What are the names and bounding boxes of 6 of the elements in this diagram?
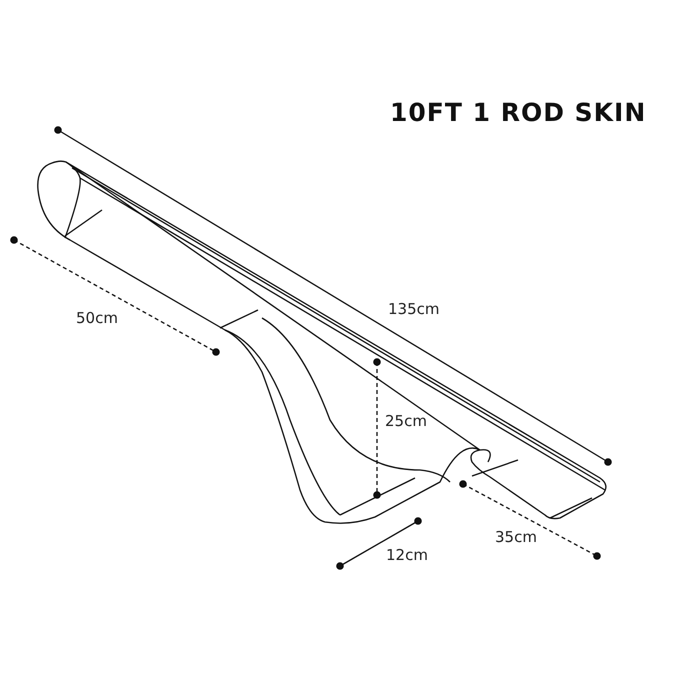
dimension-label: 12cm	[386, 546, 428, 564]
dimension-label: 50cm	[76, 309, 118, 327]
dimension-label: 35cm	[495, 528, 537, 546]
dimension-label: 25cm	[385, 412, 427, 430]
dimension-label: 135cm	[388, 300, 440, 318]
title: 10FT 1 ROD SKIN	[390, 98, 646, 127]
